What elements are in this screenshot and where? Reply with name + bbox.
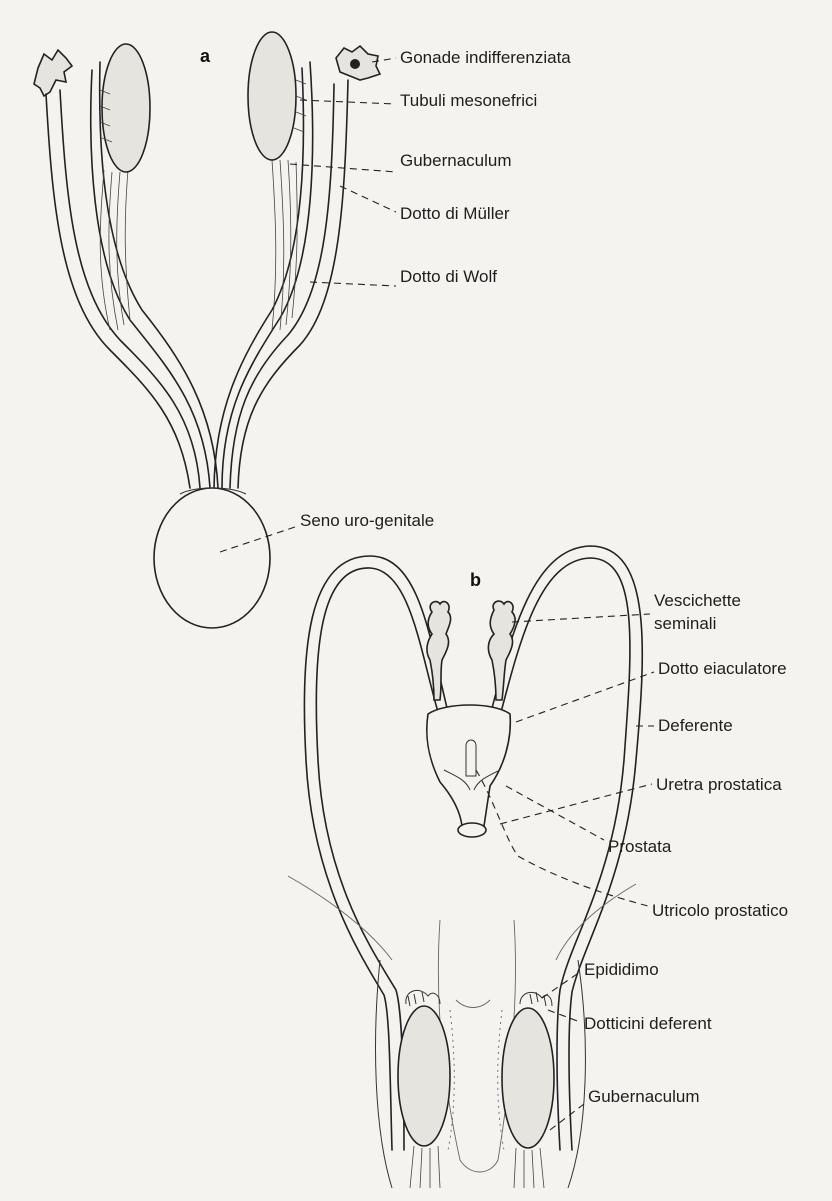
right-seminal-vesicle (488, 601, 515, 700)
left-gonad (102, 44, 150, 172)
right-gonad (248, 32, 296, 160)
leader-prostata (506, 786, 604, 840)
leader-uretra (500, 784, 652, 824)
label-prostata: Prostata (608, 837, 672, 856)
leader-eiaculatore (516, 672, 654, 722)
label-gubernaculum-b: Gubernaculum (588, 1087, 700, 1106)
leader-gubernaculum-a (290, 164, 396, 172)
left-fimbria (34, 50, 72, 96)
prostate (427, 705, 511, 826)
label-dotticini-deferent: Dotticini deferent (584, 1014, 712, 1033)
leader-dotticini (548, 1010, 580, 1022)
penis-outline (438, 920, 515, 1172)
urethra-opening (458, 823, 486, 837)
label-gubernaculum-a: Gubernaculum (400, 151, 512, 170)
leader-gubernaculum-b (550, 1104, 584, 1130)
leader-muller (340, 186, 396, 212)
label-epididimo: Epididimo (584, 960, 659, 979)
leader-wolf (310, 282, 396, 286)
body-outline (288, 876, 636, 960)
panel-a-letter: a (200, 46, 211, 66)
left-gubernaculum (100, 170, 130, 330)
label-seminali: seminali (654, 614, 716, 633)
label-seno-uro-genitale: Seno uro-genitale (300, 511, 434, 530)
urogenital-sinus (154, 488, 270, 628)
label-uretra-prostatica: Uretra prostatica (656, 775, 782, 794)
label-dotto-wolf: Dotto di Wolf (400, 267, 497, 286)
label-vescichette: Vescichette (654, 591, 741, 610)
label-gonade-indifferenziata: Gonade indifferenziata (400, 48, 571, 67)
label-tubuli-mesonefrici: Tubuli mesonefrici (400, 91, 537, 110)
right-testis (502, 1008, 554, 1148)
label-utricolo-prostatico: Utricolo prostatico (652, 901, 788, 920)
label-dotto-muller: Dotto di Müller (400, 204, 510, 223)
left-gubernaculum-b (410, 1146, 440, 1188)
label-deferente: Deferente (658, 716, 733, 735)
panel-a-drawing (34, 32, 380, 628)
right-gubernaculum-b (514, 1148, 544, 1188)
left-testis (398, 1006, 450, 1146)
panel-b-letter: b (470, 570, 481, 590)
label-dotto-eiaculatore: Dotto eiaculatore (658, 659, 787, 678)
